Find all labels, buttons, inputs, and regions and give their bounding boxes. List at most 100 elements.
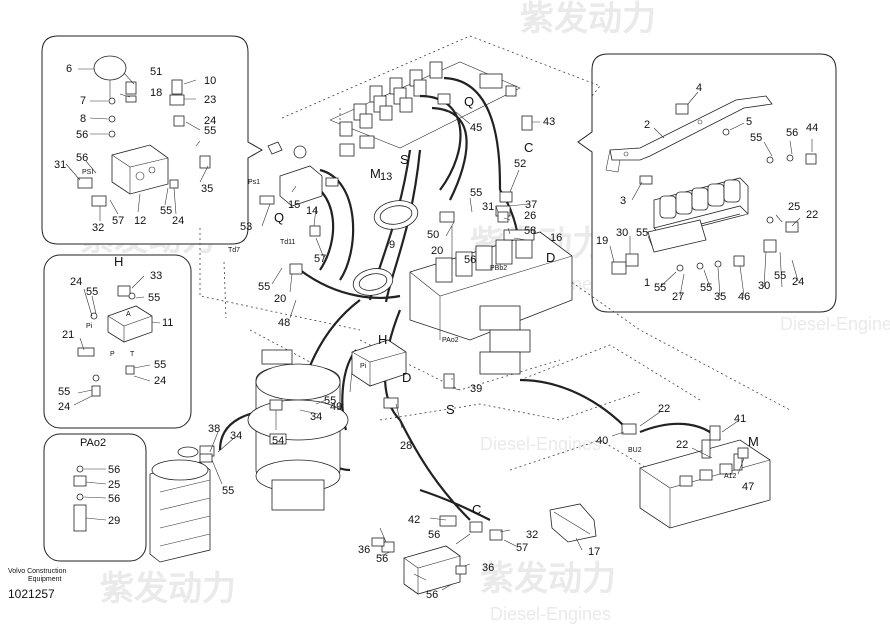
svg-text:S: S bbox=[400, 152, 409, 167]
svg-text:24: 24 bbox=[204, 115, 216, 127]
svg-text:S: S bbox=[446, 402, 455, 417]
footer: Volvo Construction Equipment 1021257 bbox=[8, 568, 66, 601]
svg-text:24: 24 bbox=[70, 276, 82, 288]
svg-text:54: 54 bbox=[272, 435, 284, 447]
watermark-cn: 紫发动力 bbox=[100, 569, 236, 609]
svg-text:24: 24 bbox=[792, 276, 804, 288]
svg-text:55: 55 bbox=[86, 286, 98, 298]
swing-motor bbox=[247, 349, 349, 511]
svg-text:Td11: Td11 bbox=[280, 239, 296, 246]
svg-text:50: 50 bbox=[427, 229, 439, 241]
watermark-en: Diesel-Engines bbox=[780, 314, 890, 334]
svg-text:14: 14 bbox=[306, 205, 318, 217]
svg-text:55: 55 bbox=[222, 485, 234, 497]
svg-text:Ps1: Ps1 bbox=[248, 179, 260, 186]
svg-text:56: 56 bbox=[108, 464, 120, 476]
svg-text:C: C bbox=[472, 502, 481, 517]
svg-text:4: 4 bbox=[696, 82, 702, 94]
svg-text:25: 25 bbox=[108, 479, 120, 491]
svg-text:56: 56 bbox=[464, 254, 476, 266]
svg-text:6: 6 bbox=[66, 63, 72, 75]
svg-text:37: 37 bbox=[525, 199, 537, 211]
h-inset-title: H bbox=[114, 254, 123, 269]
svg-text:1: 1 bbox=[644, 277, 650, 289]
svg-text:56: 56 bbox=[428, 529, 440, 541]
inset-solenoid-block: 4 2 5 55 56 44 3 25 22 19 30 55 1 55 27 … bbox=[577, 53, 837, 313]
svg-text:58: 58 bbox=[524, 225, 536, 237]
svg-text:56: 56 bbox=[376, 553, 388, 565]
svg-text:35: 35 bbox=[714, 291, 726, 303]
svg-text:30: 30 bbox=[616, 227, 628, 239]
svg-text:30: 30 bbox=[758, 280, 770, 292]
svg-text:57: 57 bbox=[112, 215, 124, 227]
svg-text:Pi: Pi bbox=[86, 323, 93, 330]
svg-text:A12: A12 bbox=[724, 473, 737, 480]
svg-text:Q: Q bbox=[464, 94, 474, 109]
svg-text:55: 55 bbox=[700, 282, 712, 294]
svg-text:56: 56 bbox=[426, 589, 438, 601]
svg-text:38: 38 bbox=[208, 423, 220, 435]
footer-doc-number: 1021257 bbox=[8, 587, 55, 601]
svg-text:10: 10 bbox=[204, 75, 216, 87]
svg-text:16: 16 bbox=[550, 232, 562, 244]
inset-pao2: PAo2 56 25 56 29 bbox=[43, 433, 147, 562]
svg-text:32: 32 bbox=[526, 529, 538, 541]
svg-text:55: 55 bbox=[324, 395, 336, 407]
svg-text:22: 22 bbox=[806, 209, 818, 221]
svg-text:12: 12 bbox=[134, 215, 146, 227]
svg-text:A: A bbox=[126, 311, 131, 318]
svg-text:7: 7 bbox=[80, 95, 86, 107]
svg-text:55: 55 bbox=[160, 205, 172, 217]
svg-text:55: 55 bbox=[654, 282, 666, 294]
svg-text:24: 24 bbox=[58, 401, 70, 413]
svg-text:31: 31 bbox=[482, 201, 494, 213]
watermark-cn: 紫发动力 bbox=[520, 0, 656, 39]
svg-text:40: 40 bbox=[596, 435, 608, 447]
svg-text:13: 13 bbox=[380, 171, 392, 183]
pao2-inset-title: PAo2 bbox=[80, 437, 106, 449]
svg-text:35: 35 bbox=[201, 183, 213, 195]
inset-h-valve: H 33 24 55 55 11 21 55 24 55 24 Pi A P T bbox=[43, 254, 192, 429]
svg-text:55: 55 bbox=[148, 292, 160, 304]
svg-text:11: 11 bbox=[162, 317, 173, 329]
svg-text:18: 18 bbox=[150, 87, 162, 99]
inset-pilot-block: 6 51 18 10 23 7 8 56 24 55 31 56 PSI 12 … bbox=[41, 35, 264, 245]
solenoid-stack bbox=[659, 179, 741, 219]
svg-text:56: 56 bbox=[786, 127, 798, 139]
svg-text:5: 5 bbox=[746, 116, 752, 128]
svg-text:43: 43 bbox=[543, 116, 555, 128]
svg-text:9: 9 bbox=[389, 239, 395, 251]
svg-text:22: 22 bbox=[658, 403, 670, 415]
watermark-cn: 紫发动力 bbox=[480, 559, 616, 599]
svg-text:21: 21 bbox=[62, 329, 74, 341]
svg-text:47: 47 bbox=[742, 481, 754, 493]
watermark-en: Diesel-Engines bbox=[490, 604, 611, 624]
svg-text:BU2: BU2 bbox=[628, 447, 642, 454]
svg-text:24: 24 bbox=[172, 215, 184, 227]
svg-text:26: 26 bbox=[524, 210, 536, 222]
svg-text:36: 36 bbox=[358, 544, 370, 556]
svg-text:39: 39 bbox=[470, 383, 482, 395]
valve-bank-upper bbox=[329, 61, 521, 157]
svg-text:49: 49 bbox=[330, 401, 342, 413]
svg-text:56: 56 bbox=[108, 493, 120, 505]
svg-text:20: 20 bbox=[274, 293, 286, 305]
svg-text:57: 57 bbox=[516, 542, 528, 554]
manifold-lower-right bbox=[639, 439, 771, 529]
svg-text:15: 15 bbox=[288, 199, 300, 211]
svg-text:Pi: Pi bbox=[360, 363, 367, 370]
svg-text:56: 56 bbox=[76, 152, 88, 164]
svg-text:P: P bbox=[110, 351, 115, 358]
footer-org-line2: Equipment bbox=[28, 576, 62, 583]
svg-text:C: C bbox=[524, 140, 533, 155]
svg-text:29: 29 bbox=[108, 515, 120, 527]
svg-text:52: 52 bbox=[514, 158, 526, 170]
footer-org-line1: Volvo Construction bbox=[8, 568, 66, 575]
svg-text:20: 20 bbox=[431, 245, 443, 257]
svg-text:PBb2: PBb2 bbox=[490, 265, 507, 272]
svg-text:M: M bbox=[748, 434, 759, 449]
svg-text:Td7: Td7 bbox=[228, 247, 240, 254]
svg-text:48: 48 bbox=[278, 317, 290, 329]
svg-text:56: 56 bbox=[76, 129, 88, 141]
svg-text:19: 19 bbox=[596, 235, 608, 247]
